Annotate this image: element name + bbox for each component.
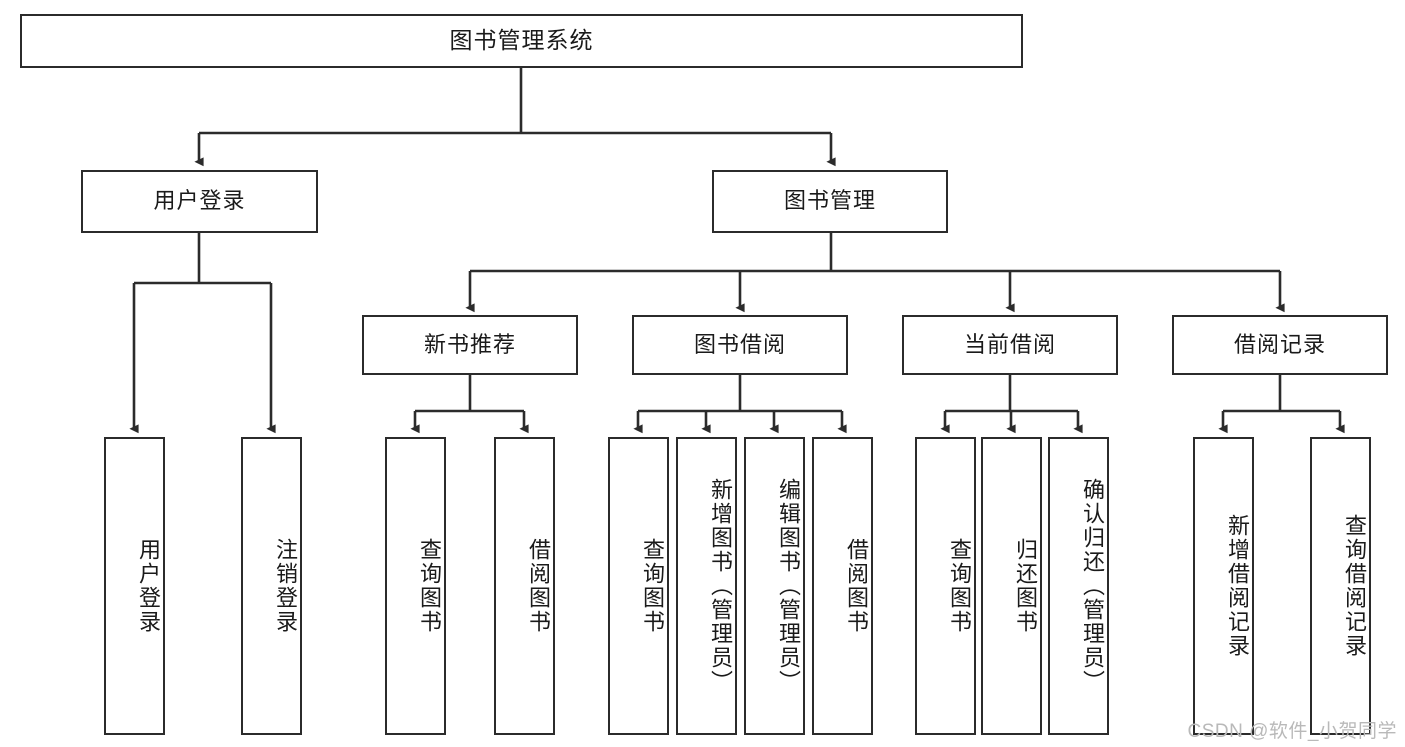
node-label: 借阅图书 <box>526 538 551 634</box>
node-label: 图书管理 <box>783 188 876 214</box>
node-current-borrow[interactable]: 当前借阅 <box>902 315 1118 375</box>
node-label: 查询图书 <box>640 538 665 634</box>
leaf-logout-login[interactable]: 注销登录 <box>241 437 302 735</box>
node-label: 新增图书（管理员） <box>708 478 733 694</box>
node-label: 编辑图书（管理员） <box>776 478 801 694</box>
leaf-return-book[interactable]: 归还图书 <box>981 437 1042 735</box>
node-user-login[interactable]: 用户登录 <box>81 170 318 233</box>
node-label: 当前借阅 <box>963 331 1056 357</box>
leaf-add-borrow-record[interactable]: 新增借阅记录 <box>1193 437 1254 735</box>
node-borrow-record[interactable]: 借阅记录 <box>1172 315 1388 375</box>
leaf-add-book-admin[interactable]: 新增图书（管理员） <box>676 437 737 735</box>
node-label: 图书借阅 <box>693 331 786 357</box>
leaf-query-borrow-record[interactable]: 查询借阅记录 <box>1310 437 1371 735</box>
node-new-book-recommend[interactable]: 新书推荐 <box>362 315 578 375</box>
leaf-user-login[interactable]: 用户登录 <box>104 437 165 735</box>
node-label: 查询图书 <box>417 538 442 634</box>
node-label: 借阅图书 <box>844 538 869 634</box>
node-label: 归还图书 <box>1013 538 1038 634</box>
node-label: 查询借阅记录 <box>1342 514 1367 658</box>
node-label: 用户登录 <box>153 188 246 214</box>
node-label: 借阅记录 <box>1233 331 1326 357</box>
leaf-query-book-current[interactable]: 查询图书 <box>915 437 976 735</box>
node-book-borrow[interactable]: 图书借阅 <box>632 315 848 375</box>
node-label: 查询图书 <box>947 538 972 634</box>
node-root-book-management-system[interactable]: 图书管理系统 <box>20 14 1023 68</box>
leaf-borrow-book[interactable]: 借阅图书 <box>812 437 873 735</box>
node-label: 图书管理系统 <box>449 27 594 54</box>
leaf-borrow-book-recommend[interactable]: 借阅图书 <box>494 437 555 735</box>
node-book-management[interactable]: 图书管理 <box>712 170 948 233</box>
leaf-query-book-borrow[interactable]: 查询图书 <box>608 437 669 735</box>
leaf-confirm-return-admin[interactable]: 确认归还（管理员） <box>1048 437 1109 735</box>
watermark-text: CSDN @软件_小贺同学 <box>1187 721 1397 742</box>
node-label: 确认归还（管理员） <box>1080 478 1105 694</box>
node-label: 新书推荐 <box>423 331 516 357</box>
leaf-query-book-recommend[interactable]: 查询图书 <box>385 437 446 735</box>
leaf-edit-book-admin[interactable]: 编辑图书（管理员） <box>744 437 805 735</box>
node-label: 新增借阅记录 <box>1225 514 1250 658</box>
node-label: 注销登录 <box>273 538 298 634</box>
node-label: 用户登录 <box>136 538 161 634</box>
